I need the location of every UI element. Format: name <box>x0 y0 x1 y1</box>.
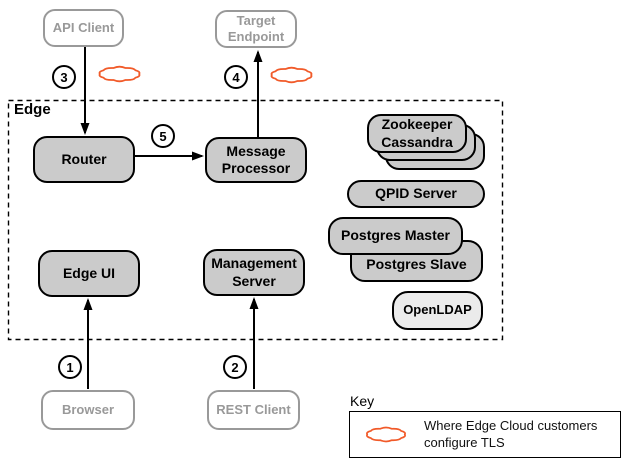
api-client-node: API Client <box>43 9 124 47</box>
rest-client-node: REST Client <box>207 390 300 430</box>
postgres-master-node: Postgres Master <box>328 217 463 255</box>
step-circle-4: 4 <box>224 65 248 89</box>
target-endpoint-node: Target Endpoint <box>215 10 297 48</box>
qpid-server-node: QPID Server <box>347 180 485 208</box>
step-circle-1: 1 <box>58 355 82 379</box>
zookeeper-label: Zookeeper <box>381 116 453 132</box>
management-server-node: Management Server <box>203 249 305 296</box>
tls-cloud-icon <box>270 66 313 84</box>
step-circle-3: 3 <box>52 65 76 89</box>
tls-cloud-icon <box>366 426 406 443</box>
edge-ui-node: Edge UI <box>38 250 140 297</box>
router-node: Router <box>33 136 135 183</box>
edge-group-label: Edge <box>14 101 51 118</box>
step-circle-5: 5 <box>151 124 175 148</box>
openldap-node: OpenLDAP <box>392 291 483 330</box>
key-cloud-description: Where Edge Cloud customers configure TLS <box>424 417 598 450</box>
key-title: Key <box>350 393 375 409</box>
browser-node: Browser <box>41 390 135 430</box>
key-box: Where Edge Cloud customers configure TLS <box>349 411 621 458</box>
cassandra-label: Cassandra <box>381 133 453 150</box>
message-processor-node: Message Processor <box>205 137 307 183</box>
zookeeper-cassandra-node: Zookeeper Cassandra <box>367 114 467 153</box>
edge-boundary-border <box>7 99 504 341</box>
tls-cloud-icon <box>98 65 141 83</box>
step-circle-2: 2 <box>223 355 247 379</box>
